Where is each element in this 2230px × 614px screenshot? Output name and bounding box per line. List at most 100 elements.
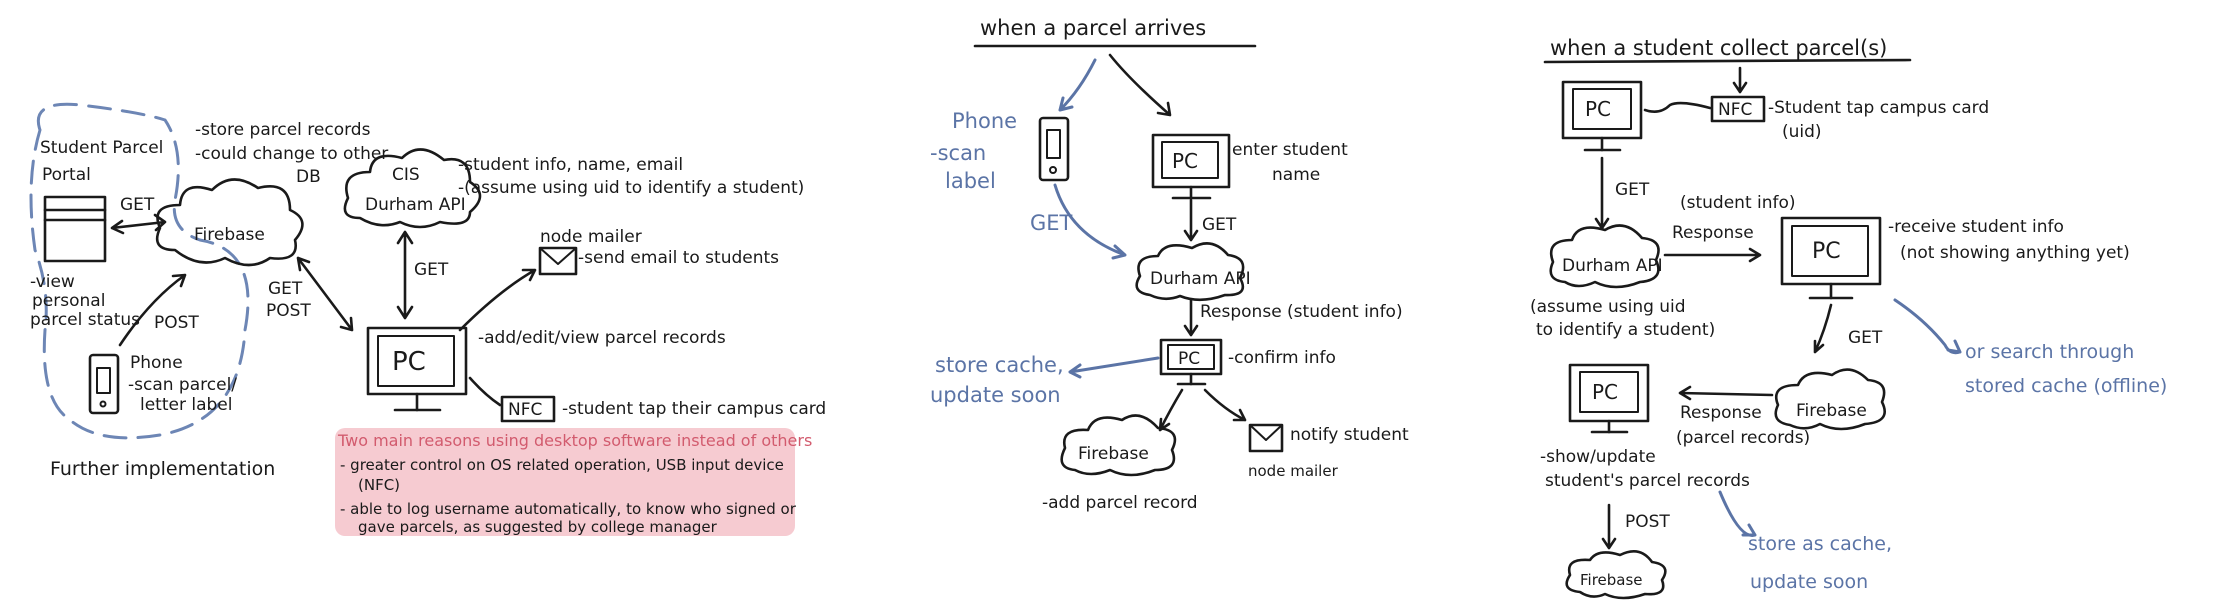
nfc-label: NFC bbox=[508, 400, 542, 420]
collect-parcel-diagram: when a student collect parcel(s) PC NFC … bbox=[1530, 36, 2167, 600]
portal-window-icon bbox=[43, 195, 107, 263]
d3-get: GET bbox=[1615, 180, 1650, 200]
d2-mail-icon bbox=[1248, 423, 1284, 453]
pc-note: -add/edit/view parcel records bbox=[478, 328, 726, 348]
portal-label-2: Portal bbox=[42, 165, 91, 185]
d2-enter-note-2: name bbox=[1272, 165, 1320, 185]
d2-cache-arrow bbox=[1068, 356, 1160, 379]
d3-durham-label: Durham API bbox=[1562, 256, 1663, 276]
firebase-note-3: DB bbox=[296, 167, 321, 187]
firebase-note-2: -could change to other bbox=[195, 144, 388, 164]
phone-note-1: -scan parcel/ bbox=[128, 375, 237, 395]
d3-get2: GET bbox=[1848, 328, 1883, 348]
d3-title-underline bbox=[1543, 58, 1912, 64]
portal-get-label: GET bbox=[120, 195, 155, 215]
phone-note-2: letter label bbox=[140, 395, 232, 415]
d2-confirm-note: -confirm info bbox=[1228, 348, 1336, 368]
cis-label: CIS bbox=[392, 165, 420, 185]
nodemailer-label: node mailer bbox=[540, 227, 642, 247]
d2-title: when a parcel arrives bbox=[980, 16, 1206, 40]
d3-nfc-label: NFC bbox=[1718, 100, 1752, 120]
get-post-label: GET bbox=[268, 279, 303, 299]
durham-api-label: Durham API bbox=[365, 195, 466, 215]
cis-pc-arrow bbox=[396, 230, 414, 320]
d2-pc-label: PC bbox=[1172, 149, 1198, 173]
d3-pc-durham-arrow bbox=[1594, 156, 1610, 230]
d3-response: Response bbox=[1672, 223, 1754, 243]
reason-2-b: gave parcels, as suggested by college ma… bbox=[358, 518, 718, 536]
d3-pc3-label: PC bbox=[1592, 380, 1618, 404]
email-note: -send email to students bbox=[578, 248, 779, 268]
cis-cloud-icon bbox=[343, 148, 482, 229]
portal-firebase-arrow bbox=[110, 213, 167, 235]
d3-receive-note-2: (not showing anything yet) bbox=[1900, 243, 2130, 263]
d2-pc2-label: PC bbox=[1178, 349, 1200, 369]
firebase-label: Firebase bbox=[194, 225, 265, 245]
firebase-note-1: -store parcel records bbox=[195, 120, 371, 140]
portal-label: Student Parcel bbox=[40, 138, 163, 158]
d3-nfc-icon bbox=[1710, 95, 1766, 123]
pc-label: PC bbox=[392, 347, 426, 377]
firebase-cloud-icon bbox=[155, 178, 304, 267]
d2-phone-note: -scan bbox=[930, 141, 986, 165]
d3-pc-label: PC bbox=[1585, 97, 1611, 121]
d3-receive-note: -receive student info bbox=[1888, 217, 2064, 237]
reasons-title: Two main reasons using desktop software … bbox=[337, 431, 812, 450]
d2-arrow-to-pc bbox=[1108, 53, 1172, 117]
reason-1: - greater control on OS related operatio… bbox=[340, 456, 784, 474]
d3-pc3-monitor-icon bbox=[1568, 363, 1650, 434]
d3-response2: Response bbox=[1680, 403, 1762, 423]
d3-search-label-2: stored cache (offline) bbox=[1965, 375, 2167, 397]
d2-get: GET bbox=[1202, 215, 1237, 235]
d2-pc2-monitor-icon bbox=[1159, 338, 1223, 386]
d3-show-note: -show/update bbox=[1540, 447, 1656, 467]
architecture-diagram: Student Parcel Portal -view personal par… bbox=[29, 102, 826, 536]
d2-firebase-cloud-icon bbox=[1060, 414, 1177, 477]
further-implementation-outline bbox=[29, 102, 250, 440]
d3-search-label: or search through bbox=[1965, 341, 2134, 363]
d3-firebase-pc3-arrow bbox=[1678, 385, 1774, 401]
firebase-pc-arrow bbox=[296, 256, 354, 332]
d3-pc-nfc-wire bbox=[1643, 101, 1712, 113]
d3-durham-cloud-icon bbox=[1549, 224, 1660, 289]
d2-firebase-label: Firebase bbox=[1078, 444, 1149, 464]
d3-response2-b: (parcel records) bbox=[1676, 428, 1810, 448]
d3-tap-note: -Student tap campus card bbox=[1768, 98, 1989, 118]
d3-cache-label: store as cache, bbox=[1748, 533, 1892, 555]
d2-pc-monitor-icon bbox=[1151, 133, 1231, 200]
d3-title: when a student collect parcel(s) bbox=[1550, 36, 1887, 60]
pc-nfc-wire bbox=[468, 376, 502, 407]
phone-label: Phone bbox=[130, 353, 183, 373]
d2-add-note: -add parcel record bbox=[1042, 493, 1198, 513]
d2-arrow-to-phone bbox=[1058, 58, 1097, 112]
phone-icon bbox=[88, 353, 120, 415]
nfc-reader-icon bbox=[500, 395, 556, 423]
further-label: Further implementation bbox=[50, 458, 275, 480]
d3-durham-pc2-arrow bbox=[1663, 247, 1762, 263]
d3-pc2-label: PC bbox=[1812, 239, 1841, 264]
d2-pc-mail-arrow bbox=[1203, 388, 1247, 422]
d2-durham-cloud-icon bbox=[1135, 242, 1245, 302]
d3-tap-note-2: (uid) bbox=[1782, 122, 1822, 142]
d3-assume-note-2: to identify a student) bbox=[1536, 320, 1715, 340]
d3-search-arrow bbox=[1893, 298, 1962, 355]
d3-firebase2-label: Firebase bbox=[1580, 571, 1643, 589]
d2-get-blue: GET bbox=[1030, 211, 1073, 235]
d3-assume-note: (assume using uid bbox=[1530, 297, 1686, 317]
reason-2: - able to log username automatically, to… bbox=[340, 500, 797, 518]
d2-phone-icon bbox=[1038, 116, 1070, 182]
reason-1-b: (NFC) bbox=[358, 476, 400, 494]
d3-cache-arrow bbox=[1718, 490, 1757, 537]
d3-post: POST bbox=[1625, 512, 1670, 532]
cis-get-label: GET bbox=[414, 260, 449, 280]
d2-phone-durham-arrow bbox=[1053, 183, 1127, 260]
d3-cache-label-2: update soon bbox=[1750, 571, 1868, 593]
view-note-3: parcel status bbox=[30, 310, 140, 330]
view-note-2: personal bbox=[32, 291, 105, 311]
d2-phone-note-2: label bbox=[945, 169, 996, 193]
d3-firebase-cloud-icon bbox=[1774, 368, 1886, 431]
pc-mail-arrow bbox=[458, 268, 537, 332]
d2-enter-note: enter student bbox=[1232, 140, 1348, 160]
d3-tap-arrow bbox=[1732, 66, 1748, 94]
